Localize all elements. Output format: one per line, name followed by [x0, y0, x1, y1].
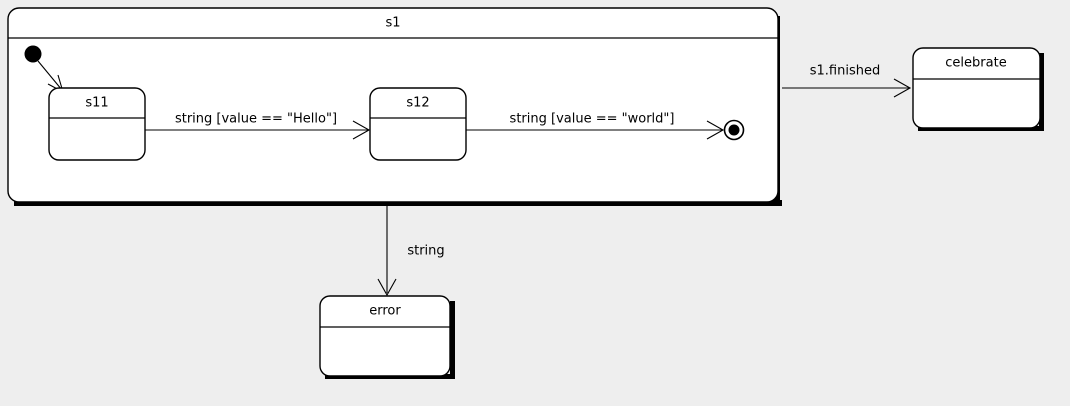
transition-s12-to-final-label: string [value == "world"] — [510, 112, 675, 127]
state-error-shadow-right — [450, 301, 455, 377]
transition-initial-to-s11-line — [37, 60, 63, 91]
state-s12-title: s12 — [406, 96, 429, 111]
state-error-body[interactable] — [320, 296, 450, 376]
state-celebrate-body[interactable] — [913, 48, 1040, 128]
state-error[interactable]: error — [319, 295, 455, 379]
transition-s1-to-celebrate[interactable]: s1.finished — [782, 64, 912, 98]
transition-s12-to-final[interactable]: string [value == "world"] — [466, 112, 725, 140]
state-s11[interactable]: s11 — [48, 87, 146, 161]
state-celebrate-outline — [912, 47, 1041, 129]
composite-state-s1-outline — [7, 7, 779, 203]
transition-s1-to-celebrate-arrowhead — [893, 78, 912, 98]
state-s11-body[interactable] — [49, 88, 145, 160]
state-error-title: error — [369, 304, 401, 319]
transition-s11-to-s12[interactable]: string [value == "Hello"] — [145, 112, 371, 140]
final-node-ring — [723, 119, 745, 141]
state-celebrate-title: celebrate — [945, 56, 1006, 71]
state-s12[interactable]: s12 — [369, 87, 467, 161]
composite-state-s1-title: s1 — [385, 16, 400, 31]
initial-node[interactable] — [24, 45, 42, 63]
initial-node-dot[interactable] — [24, 45, 42, 63]
state-s12-body[interactable] — [370, 88, 466, 160]
state-s11-outline — [48, 87, 146, 161]
final-node-dot — [728, 124, 740, 136]
transition-s1-to-error-label: string — [407, 244, 444, 259]
transition-s1-to-error-arrowhead — [377, 278, 397, 297]
transition-s1-to-error[interactable]: string — [377, 206, 445, 297]
transition-s12-to-final-arrowhead — [706, 120, 725, 140]
transition-s11-to-s12-arrowhead — [352, 120, 371, 140]
final-node[interactable] — [723, 119, 745, 141]
state-error-outline — [319, 295, 451, 377]
transition-s1-to-celebrate-label: s1.finished — [810, 64, 880, 79]
transition-s11-to-s12-label: string [value == "Hello"] — [175, 112, 337, 127]
state-s11-title: s11 — [85, 96, 108, 111]
state-s12-outline — [369, 87, 467, 161]
state-celebrate[interactable]: celebrate — [912, 47, 1044, 131]
